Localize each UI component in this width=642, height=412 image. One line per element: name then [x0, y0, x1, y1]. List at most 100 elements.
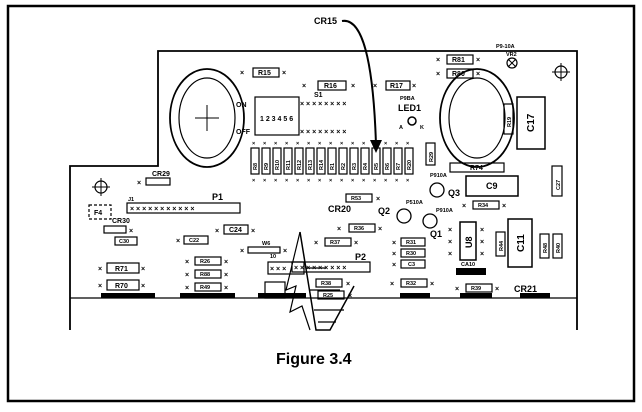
svg-text:R37: R37: [330, 240, 340, 246]
resistor-label: R13: [308, 160, 314, 170]
svg-text:C27: C27: [556, 180, 562, 190]
resistor-label: R14: [319, 159, 325, 170]
svg-text:×: ×: [240, 70, 244, 77]
svg-text:×: ×: [448, 227, 452, 234]
switch-positions: 1 2 3 4 5 6: [260, 116, 293, 123]
svg-text:CR30: CR30: [112, 218, 130, 225]
cr15-label: CR15: [314, 16, 337, 26]
resistor-r44: R44: [495, 231, 506, 257]
svg-text:×: ×: [495, 286, 499, 293]
resistor-r38: R38 ×: [315, 278, 350, 288]
svg-text:×: ×: [476, 71, 480, 78]
svg-text:×: ×: [282, 70, 286, 77]
transistor-q3: Q3: [429, 182, 460, 198]
resistor-r81: × R81 ×: [436, 54, 480, 65]
ic-u8: U8 ××× ×××: [448, 221, 484, 261]
resistor-label: R6: [385, 163, 391, 170]
svg-text:K: K: [420, 125, 424, 131]
switch-bottom-pins: × × × × × × × ×: [300, 129, 346, 136]
resistor-r9: ×R9×: [261, 141, 271, 184]
resistor-r20: ×R20×: [404, 141, 414, 184]
capacitor-c30: C30: [114, 236, 138, 246]
svg-text:R88: R88: [200, 272, 210, 278]
svg-text:10: 10: [270, 254, 276, 260]
diode-cr21: CR21: [514, 284, 537, 294]
svg-text:R36: R36: [354, 226, 364, 232]
svg-text:C22: C22: [189, 238, 199, 244]
svg-text:×: ×: [390, 281, 394, 288]
svg-text:×: ×: [296, 141, 299, 147]
svg-text:Q2: Q2: [378, 206, 390, 216]
svg-text:×: ×: [296, 178, 299, 184]
resistor-r36: R36 ××: [337, 223, 382, 233]
resistor-label: R20: [407, 160, 413, 170]
svg-text:P910A: P910A: [436, 208, 453, 214]
svg-text:R44: R44: [499, 240, 505, 251]
svg-text:C11: C11: [516, 234, 527, 252]
svg-text:CR20: CR20: [328, 204, 351, 214]
resistor-r30: R30 ×: [392, 248, 426, 258]
resistor-r10: ×R10×: [272, 141, 282, 184]
svg-text:×: ×: [392, 240, 396, 247]
svg-text:×: ×: [392, 251, 396, 258]
svg-text:R25: R25: [323, 293, 333, 299]
resistor-r13: × R13 ×: [305, 141, 315, 184]
svg-text:×: ×: [351, 141, 354, 147]
capacitor-c3: C3 ×: [392, 259, 426, 269]
figure-frame: [6, 4, 636, 403]
svg-text:C24: C24: [229, 227, 242, 234]
dip-switch-s1: 1 2 3 4 5 6 ON OFF S1 × × × × × × × × × …: [236, 92, 346, 136]
svg-text:×: ×: [337, 226, 341, 233]
svg-text:×: ×: [348, 293, 352, 300]
svg-text:R15: R15: [258, 70, 271, 77]
svg-text:R48: R48: [543, 243, 549, 253]
resistor-r2: ×R2×: [338, 141, 348, 184]
svg-text:R38: R38: [321, 281, 331, 287]
svg-text:R81: R81: [452, 57, 465, 64]
capacitor-ca10: CA10: [456, 262, 486, 275]
capacitor-c27: C27: [551, 165, 563, 197]
svg-text:C9: C9: [486, 181, 498, 191]
svg-text:×: ×: [185, 285, 189, 292]
svg-text:×: ×: [480, 227, 484, 234]
svg-text:×: ×: [376, 196, 380, 203]
svg-text:×: ×: [395, 178, 398, 184]
svg-text:×: ×: [346, 281, 350, 288]
resistor-label: R12: [297, 160, 303, 170]
svg-text:×: ×: [480, 239, 484, 246]
resistor-r49: R49 ××: [185, 282, 228, 292]
resistor-array: ×R8××R9××R10××R11××R12××R13××R14××R1××R2…: [250, 141, 414, 184]
svg-text:C3: C3: [408, 262, 415, 268]
resistor-r8: ×R8×: [250, 141, 260, 184]
svg-text:×: ×: [384, 141, 387, 147]
svg-text:×: ×: [307, 178, 310, 184]
svg-text:×: ×: [329, 141, 332, 147]
resistor-label: R1: [330, 163, 336, 170]
svg-text:R19: R19: [507, 117, 513, 127]
svg-text:R74: R74: [470, 165, 483, 172]
svg-text:×: ×: [395, 141, 398, 147]
figure-caption: Figure 3.4: [276, 351, 352, 368]
transistor-q1: Q1: [422, 213, 442, 239]
board-outline: [69, 50, 578, 330]
resistor-label: R9: [264, 163, 270, 170]
svg-text:×: ×: [354, 240, 358, 247]
svg-text:×: ×: [98, 283, 102, 290]
edge-connector: [101, 293, 155, 298]
edge-connector: [400, 293, 430, 298]
oval-cutout-right: [439, 68, 515, 168]
svg-text:×: ×: [137, 180, 141, 187]
svg-text:×: ×: [98, 266, 102, 273]
svg-text:×: ×: [362, 141, 365, 147]
resistor-r6: ×R6×: [382, 141, 392, 184]
mounting-hole-right: [552, 63, 570, 81]
svg-text:×: ×: [307, 141, 310, 147]
svg-text:×: ×: [274, 141, 277, 147]
resistor-r19: R19: [503, 103, 514, 135]
resistor-label: R7: [396, 163, 402, 170]
p1-pins: × × × × × × × × × × ×: [130, 206, 194, 213]
svg-text:×: ×: [480, 251, 484, 258]
resistor-r80: × R80 ×: [436, 68, 480, 79]
svg-text:×: ×: [285, 178, 288, 184]
